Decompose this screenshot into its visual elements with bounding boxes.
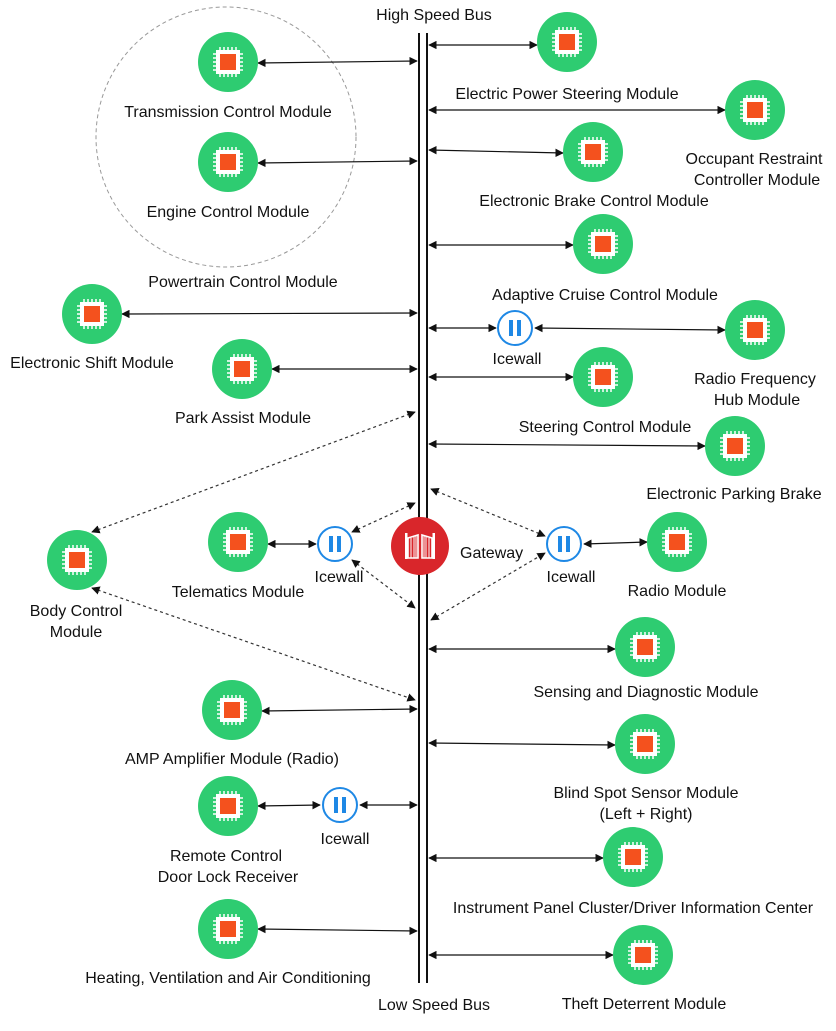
microchip-icon [704, 415, 766, 477]
gate-icon [405, 533, 435, 559]
microchip-icon [536, 11, 598, 73]
high-speed-bus-label: High Speed Bus [376, 7, 492, 24]
microchip-icon [61, 283, 123, 345]
rf-hub-label-line1: Radio Frequency [694, 371, 816, 388]
occupant-label-line2: Controller Module [694, 172, 820, 189]
body-control-label-line1: Body Control [30, 603, 123, 620]
theft-module-label: Theft Deterrent Module [562, 996, 727, 1013]
steering-module-label: Steering Control Module [519, 419, 692, 436]
microchip-icon [197, 31, 259, 93]
telematics-label: Telematics Module [172, 584, 305, 601]
rf-hub-label-line2: Hub Module [714, 392, 800, 409]
rcdlr-label-line1: Remote Control [170, 848, 282, 865]
amp-module-label: AMP Amplifier Module (Radio) [125, 751, 339, 768]
acc-label: Adaptive Cruise Control Module [492, 287, 718, 304]
microchip-icon [572, 346, 634, 408]
microchip-icon [211, 338, 273, 400]
powertrain-group-label: Powertrain Control Module [148, 274, 338, 291]
microchip-icon [197, 775, 259, 837]
radio-module-label: Radio Module [628, 583, 727, 600]
icewall-label: Icewall [315, 569, 364, 586]
ebcm-label: Electronic Brake Control Module [479, 193, 709, 210]
microchip-icon [602, 826, 664, 888]
dashed-connections [91, 410, 546, 702]
low-speed-bus-label: Low Speed Bus [378, 997, 490, 1014]
rcdlr-label-line2: Door Lock Receiver [158, 869, 299, 886]
microchip-icon [562, 121, 624, 183]
icewall-icon [322, 787, 358, 823]
icewall-icon [497, 310, 533, 346]
park-assist-label: Park Assist Module [175, 410, 311, 427]
microchip-icon [724, 79, 786, 141]
microchip-icon [201, 679, 263, 741]
epb-label: Electronic Parking Brake [646, 486, 821, 503]
ipc-label: Instrument Panel Cluster/Driver Informat… [453, 900, 814, 917]
microchip-icon [646, 511, 708, 573]
icewall-label: Icewall [547, 569, 596, 586]
microchip-icon [612, 924, 674, 986]
sdm-label: Sensing and Diagnostic Module [533, 684, 758, 701]
icewall-label: Icewall [493, 351, 542, 368]
bus-lines [418, 33, 428, 983]
eps-label: Electric Power Steering Module [455, 86, 678, 103]
shift-module-label: Electronic Shift Module [10, 355, 174, 372]
icewall-icon [546, 526, 582, 562]
microchip-icon [572, 213, 634, 275]
transmission-module-label: Transmission Control Module [124, 104, 332, 121]
hvac-label: Heating, Ventilation and Air Conditionin… [85, 970, 371, 987]
engine-module-label: Engine Control Module [147, 204, 310, 221]
connections [121, 40, 726, 960]
blind-spot-label-line1: Blind Spot Sensor Module [554, 785, 739, 802]
gateway-label: Gateway [460, 545, 523, 562]
microchip-icon [197, 898, 259, 960]
icewall-label: Icewall [321, 831, 370, 848]
body-control-label-line2: Module [50, 624, 103, 641]
powertrain-group-boundary [95, 6, 357, 268]
icewall-icon [317, 526, 353, 562]
microchip-icon [724, 299, 786, 361]
microchip-icon [207, 511, 269, 573]
microchip-icon [197, 131, 259, 193]
blind-spot-label-line2: (Left + Right) [600, 806, 693, 823]
microchip-icon [46, 529, 108, 591]
microchip-icon [614, 713, 676, 775]
gateway-node [391, 517, 449, 575]
occupant-label-line1: Occupant Restraint [686, 151, 824, 168]
microchip-icon [614, 616, 676, 678]
labels: High Speed Bus Low Speed Bus Gateway Ice… [10, 7, 823, 1014]
